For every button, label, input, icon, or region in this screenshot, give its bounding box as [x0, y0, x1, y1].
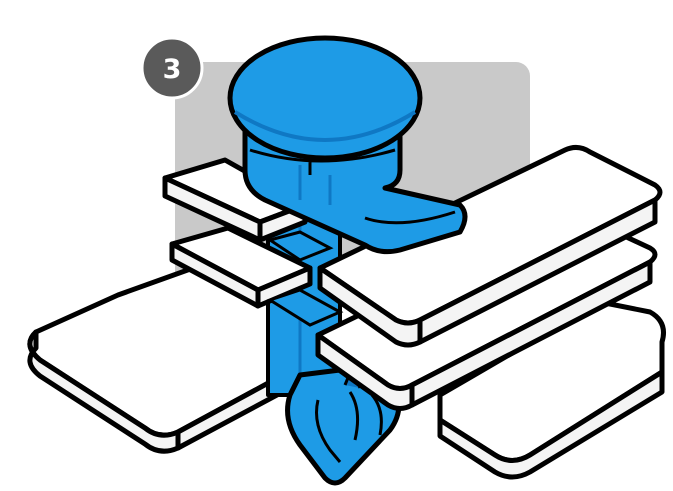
step-badge: 3 [140, 36, 204, 100]
top-plate-left [162, 157, 308, 243]
top-plate-right [317, 144, 663, 348]
stem-band-upper [266, 230, 334, 262]
push-rivet-head [227, 35, 423, 161]
middle-plate-left [169, 225, 313, 309]
stem-band-lower [266, 288, 344, 327]
right-base-plate [437, 299, 666, 480]
step-number: 3 [163, 54, 182, 85]
